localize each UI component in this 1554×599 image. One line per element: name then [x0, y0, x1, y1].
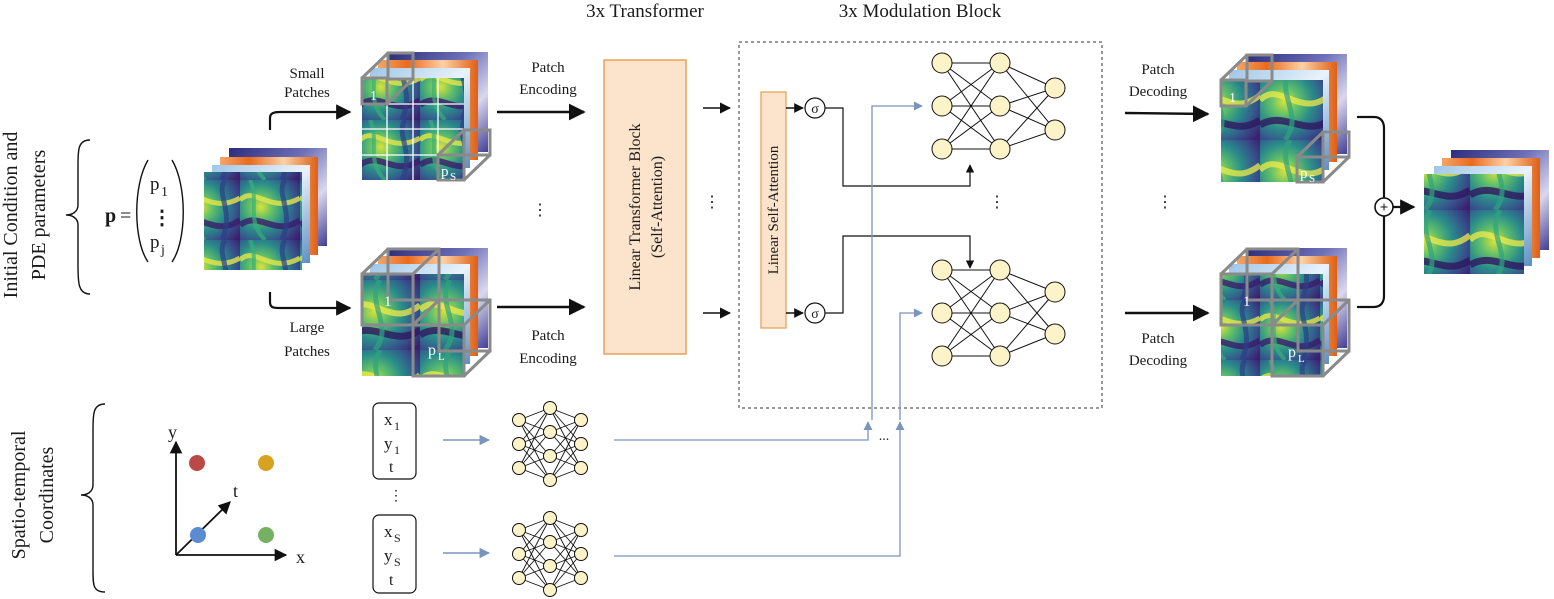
svg-text:1: 1: [161, 185, 168, 200]
svg-text:j: j: [160, 243, 165, 258]
axis-y-label: y: [168, 422, 177, 442]
svg-text:Linear Transformer Block: Linear Transformer Block: [627, 123, 644, 290]
svg-text:p: p: [428, 342, 436, 359]
svg-text:t: t: [389, 459, 394, 476]
svg-text:p: p: [1300, 166, 1308, 182]
patch-decoding-bottom-1: Patch: [1141, 331, 1175, 347]
coord-link-1: [614, 421, 873, 441]
svg-text:S: S: [1309, 173, 1315, 185]
svg-text:L: L: [1298, 353, 1305, 365]
vertical-ellipsis-5: ⋮: [389, 489, 403, 504]
decoded-small-patches-cube: 1 p S: [1219, 53, 1351, 185]
output-field-stack: [1424, 150, 1549, 274]
transformer-header: 3x Transformer: [586, 1, 704, 22]
patch-encoding-top-2: Encoding: [519, 82, 577, 98]
patch-encoding-bottom-2: Encoding: [519, 351, 577, 367]
modulation-path-bottom: [825, 235, 975, 314]
axis-x-label: x: [296, 547, 305, 567]
linear-transformer-block: Linear Transformer Block (Self-Attention…: [603, 59, 687, 355]
decoded-large-patches-cube: 1 p L: [1219, 247, 1351, 378]
brace-bottom: [80, 403, 106, 593]
svg-text:p: p: [150, 232, 160, 253]
svg-text:y: y: [384, 546, 393, 565]
arrow-to-large-patches: [268, 292, 352, 316]
svg-text:p: p: [441, 164, 449, 180]
modulated-network-top: [931, 52, 1066, 160]
brace-top: [65, 139, 91, 295]
svg-text:1: 1: [394, 419, 400, 433]
small-patches-label-1: Small: [289, 66, 324, 82]
svg-text:⋮: ⋮: [152, 207, 172, 229]
svg-text:1: 1: [1229, 91, 1236, 106]
axis-t-label: t: [233, 481, 238, 501]
svg-text:p: p: [1288, 344, 1296, 361]
sum-node: +: [1374, 197, 1394, 217]
svg-text:Spatio-temporal: Spatio-temporal: [8, 430, 30, 559]
svg-text:Linear Self-Attention: Linear Self-Attention: [766, 145, 782, 274]
svg-text:y: y: [384, 434, 393, 453]
svg-text:1: 1: [370, 89, 377, 104]
large-patches-label-2: Patches: [284, 344, 330, 360]
input-field-stack: [204, 148, 327, 270]
svg-text:(Self-Attention): (Self-Attention): [649, 156, 666, 258]
coordinates-label: Spatio-temporal Coordinates: [8, 430, 58, 559]
modulation-block-box: [738, 41, 1103, 409]
sigma-node-top: σ: [804, 97, 826, 119]
patch-decoding-bottom-2: Decoding: [1129, 353, 1188, 369]
small-patches-cube: 1 p S: [360, 51, 492, 183]
small-patches-label-2: Patches: [284, 85, 330, 101]
svg-text:t: t: [389, 572, 394, 589]
coord-feed-bottom: [899, 308, 923, 420]
svg-text:1: 1: [394, 443, 400, 457]
patch-encoding-top-1: Patch: [531, 60, 565, 76]
decoding-arrow-small: [1124, 105, 1210, 123]
svg-text:Coordinates: Coordinates: [36, 446, 58, 543]
coord-link-2: [614, 421, 905, 557]
svg-text:σ: σ: [811, 102, 819, 117]
coord-encoder-network-2: [512, 511, 588, 597]
modulated-network-bottom: [931, 259, 1066, 367]
merge-line-bottom: [1357, 216, 1386, 309]
svg-text:S: S: [450, 171, 456, 183]
patch-decoding-top-1: Patch: [1141, 62, 1175, 78]
vertical-ellipsis-2: ⋮: [704, 194, 720, 211]
large-patches-cube: 1 p L: [360, 247, 492, 378]
vertical-ellipsis-4: ⋮: [1157, 194, 1173, 211]
svg-text:1: 1: [1243, 294, 1251, 310]
svg-text:p: p: [150, 174, 160, 195]
modulation-header: 3x Modulation Block: [839, 1, 1002, 22]
large-patches-label-1: Large: [290, 320, 325, 336]
svg-text:σ: σ: [811, 307, 819, 322]
vertical-ellipsis-1: ⋮: [532, 202, 548, 219]
coord-vector-2: x S y S t: [372, 514, 417, 594]
svg-text:p: p: [105, 205, 116, 227]
coord-encoder-network-1: [512, 401, 588, 487]
svg-text:S: S: [394, 531, 401, 545]
svg-text:S: S: [394, 555, 401, 569]
svg-text:L: L: [438, 351, 445, 363]
horizontal-ellipsis: ...: [879, 429, 890, 444]
initial-condition-label: Initial Condition and PDE parameters: [0, 132, 50, 299]
patch-decoding-top-2: Decoding: [1129, 84, 1188, 100]
svg-text:+: +: [1380, 200, 1389, 216]
svg-text:1: 1: [384, 294, 392, 310]
patch-encoding-bottom-1: Patch: [531, 328, 565, 344]
linear-self-attention-block: Linear Self-Attention: [760, 91, 787, 329]
svg-text:PDE parameters: PDE parameters: [28, 150, 50, 281]
vertical-ellipsis-3: ⋮: [989, 194, 1005, 211]
svg-text:Initial Condition and: Initial Condition and: [0, 132, 22, 299]
svg-text:=: =: [120, 205, 131, 227]
arrow-to-small-patches: [268, 104, 352, 130]
coord-feed-top: [871, 101, 923, 420]
parameter-vector: p = p 1 ⋮ p j: [105, 159, 184, 263]
svg-text:x: x: [384, 410, 393, 429]
coord-vector-1: x 1 y 1 t: [372, 402, 417, 480]
modulation-path-top: [825, 107, 975, 187]
svg-text:x: x: [384, 522, 393, 541]
coordinate-axes: y x t: [168, 422, 305, 567]
merge-line-top: [1357, 115, 1386, 198]
sigma-node-bottom: σ: [804, 302, 826, 324]
